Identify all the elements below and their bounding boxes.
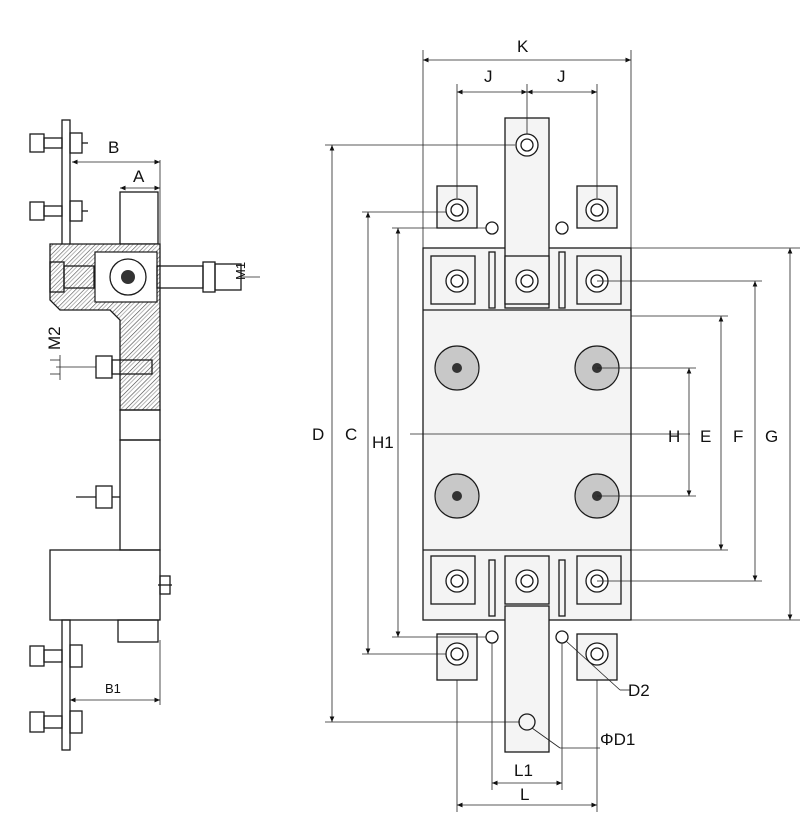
side-upper-stub (119, 191, 159, 245)
side-top-bolt-2 (29, 200, 88, 222)
label-m1: M1 (233, 262, 248, 280)
label-l: L (520, 785, 529, 804)
label-h1: H1 (372, 433, 394, 452)
front-indicator-pins (488, 251, 566, 617)
side-view: M1 A (29, 119, 260, 751)
label-h: H (668, 427, 680, 446)
label-l1: L1 (514, 761, 533, 780)
side-bottom-bolt-2 (29, 710, 83, 734)
label-e: E (700, 427, 711, 446)
label-d: D (312, 425, 324, 444)
front-view (410, 117, 690, 753)
label-b1: B1 (105, 681, 121, 696)
label-f: F (733, 427, 743, 446)
label-c: C (345, 425, 357, 444)
side-bottom-bolt-1 (29, 644, 83, 668)
label-k: K (517, 37, 529, 56)
label-d2: D2 (628, 681, 650, 700)
label-b: B (108, 138, 119, 157)
side-top-bolt-1 (29, 132, 88, 154)
label-a: A (133, 167, 145, 186)
side-stem (119, 439, 161, 551)
side-lower-block (49, 549, 161, 621)
label-d1: ΦD1 (600, 730, 635, 749)
label-g: G (765, 427, 778, 446)
side-bottom-plate (61, 619, 71, 751)
label-j-left: J (484, 67, 493, 86)
label-j-right: J (557, 67, 566, 86)
front-bottom-busbar (504, 605, 550, 753)
dimensions: K J J D C H1 H E (312, 37, 800, 812)
label-m2: M2 (45, 326, 64, 350)
